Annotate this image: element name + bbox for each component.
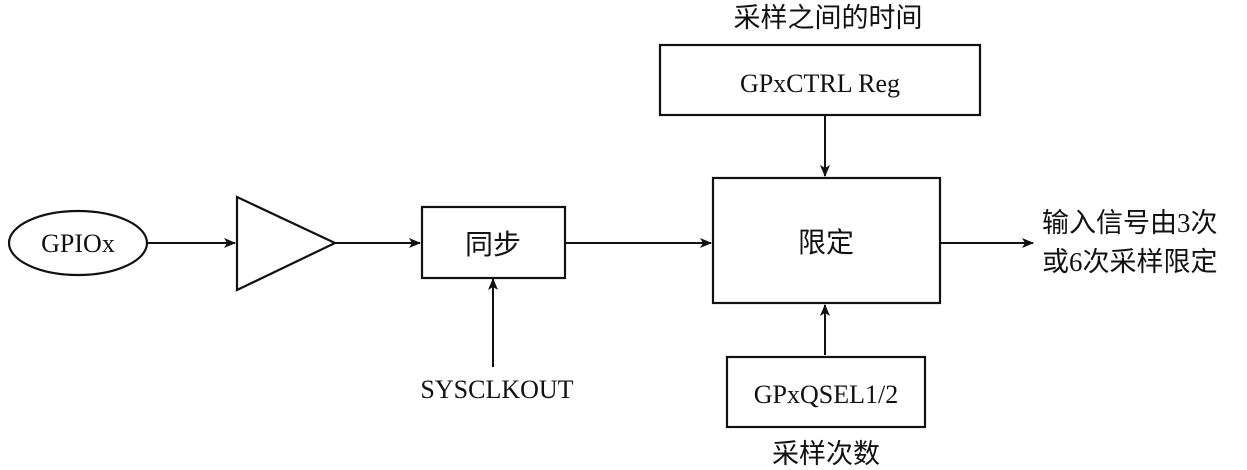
qualify-label: 限定: [798, 227, 854, 259]
sysclkout-label: SYSCLKOUT: [420, 375, 573, 404]
sample-count-caption: 采样次数: [772, 439, 880, 469]
qsel-label: GPxQSEL1/2: [754, 380, 898, 409]
qsel-box: [725, 355, 927, 429]
output-description-line1: 输入信号由3次: [1042, 208, 1218, 238]
sampling-period-caption: 采样之间的时间: [734, 3, 923, 33]
sync-label: 同步: [465, 230, 521, 261]
gpio-pin-label: GPIOx: [41, 229, 115, 258]
input-buffer-triangle: [235, 195, 338, 292]
ctrl-reg-label: GPxCTRL Reg: [740, 69, 900, 98]
qualify-box: [711, 176, 942, 305]
ctrl-reg-box: [658, 43, 982, 117]
output-description-line2: 或6次采样限定: [1042, 247, 1218, 277]
